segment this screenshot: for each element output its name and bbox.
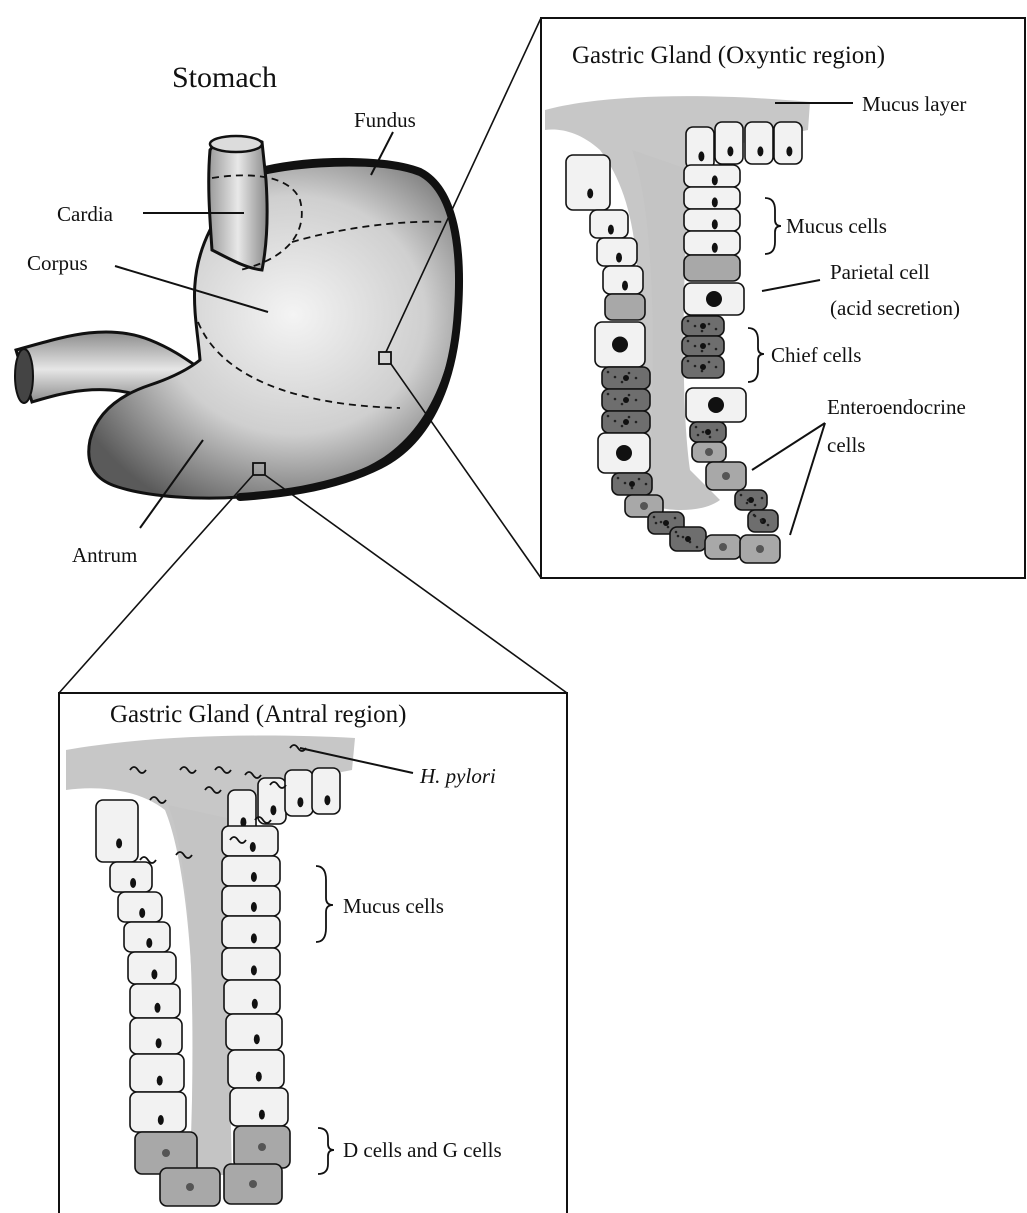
- antral-projection-right: [265, 475, 567, 693]
- oxyntic-gland-cell: [566, 155, 610, 210]
- oxyntic-gland-cell: [690, 422, 726, 442]
- enteroendocrine-sublabel: cells: [827, 433, 865, 457]
- antral-gland-cell: [222, 856, 280, 886]
- antral-surface-cell: [285, 770, 313, 816]
- oxyntic-gland-cell: [602, 411, 650, 433]
- oxyntic-gland-cell: [597, 238, 637, 266]
- antral-gland-cell: [118, 892, 162, 922]
- antral-gland-cell: [110, 862, 152, 892]
- antral-mucus-cells-label: Mucus cells: [343, 894, 444, 918]
- oxyntic-gland-cell: [684, 231, 740, 255]
- fundus-label: Fundus: [354, 108, 416, 132]
- oxyntic-gland-cell: [682, 316, 724, 336]
- oxyntic-surface-cell: [745, 122, 773, 164]
- oxyntic-gland-panel: Gastric Gland (Oxyntic region) Mucus lay…: [541, 18, 1025, 578]
- dg-cells-label: D cells and G cells: [343, 1138, 502, 1162]
- oxyntic-gland-cell: [595, 322, 645, 367]
- oxyntic-gland-cell: [684, 209, 740, 231]
- oxyntic-gland-cell: [590, 210, 628, 238]
- oxyntic-gland-cell: [684, 165, 740, 187]
- chief-cells-label: Chief cells: [771, 343, 861, 367]
- corpus-label: Corpus: [27, 251, 88, 275]
- antral-gland-cell: [222, 886, 280, 916]
- antral-projection-left: [59, 475, 253, 693]
- h-pylori-label: H. pylori: [419, 764, 496, 788]
- antral-gland-cell: [224, 980, 280, 1014]
- esophagus-opening: [210, 136, 262, 152]
- oxyntic-gland-cell: [598, 433, 650, 473]
- oxyntic-gland-cell: [682, 336, 724, 356]
- antral-gland-cell: [222, 916, 280, 948]
- antral-gland-cell: [130, 1092, 186, 1132]
- antral-gland-cell: [96, 800, 138, 862]
- duodenum-opening: [15, 349, 33, 403]
- cardia-label: Cardia: [57, 202, 114, 226]
- oxyntic-gland-cell: [670, 527, 706, 551]
- antral-gland-cell: [228, 1050, 284, 1088]
- oxyntic-gland-cell: [605, 294, 645, 320]
- parietal-cell-sublabel: (acid secretion): [830, 296, 960, 320]
- antral-gland-cell: [230, 1088, 288, 1126]
- antrum-label: Antrum: [72, 543, 137, 567]
- esophagus: [209, 138, 267, 270]
- oxyntic-gland-cell: [684, 255, 740, 281]
- parietal-cell-label: Parietal cell: [830, 260, 930, 284]
- oxyntic-surface-cell: [715, 122, 743, 164]
- antral-gland-cell: [124, 922, 170, 952]
- antral-gland-cell: [160, 1168, 220, 1206]
- antral-gland-panel: Gastric Gland (Antral region) H. pylori …: [59, 693, 567, 1213]
- oxyntic-title: Gastric Gland (Oxyntic region): [572, 42, 885, 69]
- oxyntic-gland-cell: [706, 462, 746, 490]
- antral-surface-cell: [258, 778, 286, 824]
- oxyntic-gland-cell: [602, 367, 650, 389]
- antral-gland-cell: [128, 952, 176, 984]
- oxyntic-projection-bottom: [391, 364, 541, 578]
- antral-gland-cell: [226, 1014, 282, 1050]
- oxyntic-gland-cell: [735, 490, 767, 510]
- antral-gland-cell: [130, 1018, 182, 1054]
- oxyntic-gland-cell: [603, 266, 643, 294]
- oxyntic-surface-cell: [686, 127, 714, 169]
- oxyntic-gland-cell: [682, 356, 724, 378]
- antral-surface-cell: [312, 768, 340, 814]
- enteroendocrine-label: Enteroendocrine: [827, 395, 966, 419]
- antral-gland-cell: [234, 1126, 290, 1168]
- stomach-illustration: Stomach Fundus Cardia Corpus Antrum: [15, 18, 567, 693]
- oxyntic-gland-cell: [740, 535, 780, 563]
- stomach-title: Stomach: [172, 61, 277, 94]
- oxyntic-gland-cell: [692, 442, 726, 462]
- oxyntic-gland-cell: [602, 389, 650, 411]
- oxyntic-gland-cell: [684, 187, 740, 209]
- oxyntic-gland-cell: [686, 388, 746, 422]
- oxyntic-gland-cell: [612, 473, 652, 495]
- antral-gland-cell: [222, 826, 278, 856]
- oxyntic-gland-cell: [705, 535, 741, 559]
- oxyntic-surface-cell: [774, 122, 802, 164]
- oxyntic-gland-cell: [748, 510, 778, 532]
- oxyntic-gland-cell: [684, 283, 744, 315]
- antral-gland-cell: [130, 984, 180, 1018]
- antral-gland-cell: [224, 1164, 282, 1204]
- antral-gland-cell: [130, 1054, 184, 1092]
- antral-title: Gastric Gland (Antral region): [110, 701, 406, 728]
- mucus-layer-label: Mucus layer: [862, 92, 966, 116]
- antral-gland-cell: [222, 948, 280, 980]
- oxyntic-mucus-cells-label: Mucus cells: [786, 214, 887, 238]
